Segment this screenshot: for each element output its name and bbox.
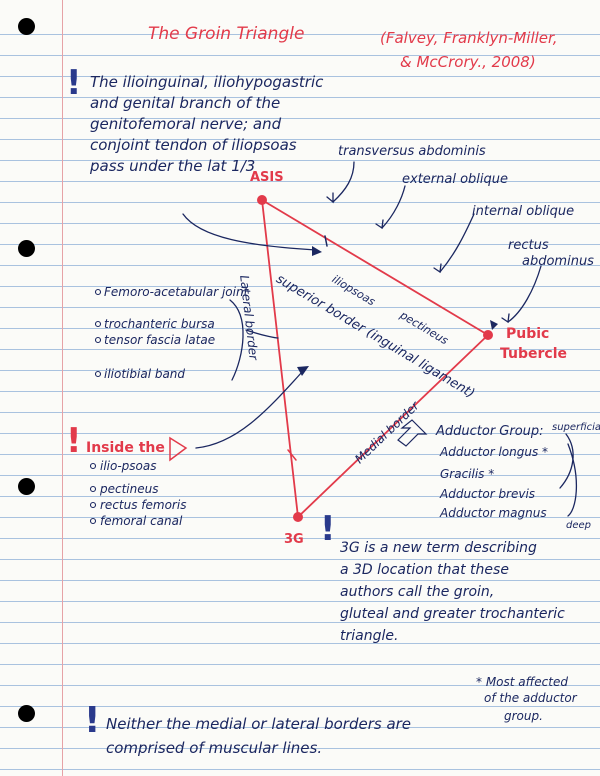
three-g-note-line: a 3D location that these — [340, 562, 509, 578]
three-g-label: 3G — [284, 532, 304, 547]
pubic-tubercle-point-icon — [483, 330, 493, 340]
arrow-to-lateral-third — [182, 213, 317, 251]
rectus-label: abdominus — [522, 254, 594, 269]
margin-line — [62, 0, 63, 776]
three-g-note-line: triangle. — [340, 628, 399, 644]
lateral-structure-item: tensor fascia latae — [104, 333, 216, 347]
inside-item: pectineus — [100, 482, 159, 496]
three-g-note-line: 3G is a new term describing — [340, 540, 537, 556]
inside-item: ilio-psoas — [100, 459, 157, 473]
transversus-label: transversus abdominis — [338, 144, 486, 159]
binder-hole-icon — [18, 240, 35, 257]
binder-hole-icon — [18, 478, 35, 495]
citation-line: (Falvey, Franklyn-Miller, — [380, 29, 558, 47]
exclamation-mark-icon: ! — [320, 509, 336, 549]
medial-border-line — [297, 334, 489, 518]
inside-item: femoral canal — [100, 514, 183, 528]
arrow-transversus — [332, 161, 355, 203]
hollow-arrow-icon — [397, 419, 428, 447]
internal-oblique-label: internal oblique — [472, 204, 575, 219]
intro-note-line: and genital branch of the — [90, 94, 281, 112]
intro-note-line: genitofemoral nerve; and — [90, 115, 282, 133]
asis-point-icon — [257, 195, 267, 205]
deep-label: deep — [566, 520, 591, 531]
external-oblique-label: external oblique — [402, 172, 508, 187]
lateral-structure-item: Femoro-acetabular joint — [104, 285, 249, 299]
lateral-structure-item: iliotibial band — [104, 367, 186, 381]
arrow-rectus — [507, 265, 542, 323]
intro-note-line: conjoint tendon of iliopsoas — [90, 136, 297, 154]
adductor-item: Adductor magnus — [440, 506, 547, 520]
arrow-internal-oblique — [439, 213, 475, 273]
exclamation-mark-icon: ! — [66, 63, 82, 103]
bottom-note-line: Neither the medial or lateral borders ar… — [106, 715, 412, 733]
bottom-note-line: comprised of muscular lines. — [106, 739, 323, 757]
adductor-item: Adductor brevis — [440, 487, 536, 501]
binder-hole-icon — [18, 18, 35, 35]
pubic-tubercle-label: Pubic — [506, 326, 550, 342]
triangle-symbol-icon — [169, 436, 188, 462]
pubic-tubercle-label: Tubercle — [500, 346, 567, 362]
lateral-structure-item: trochanteric bursa — [104, 317, 215, 331]
most-affected-line: * Most affected — [476, 675, 568, 689]
intro-note-line: The ilioinguinal, iliohypogastric — [90, 73, 324, 91]
adductor-item: Adductor longus * — [440, 445, 549, 459]
exclamation-mark-icon: ! — [66, 421, 82, 461]
three-g-point-icon — [293, 512, 303, 522]
superior-border-line — [261, 199, 489, 336]
adductor-group-heading: Adductor Group: — [436, 424, 544, 439]
citation-line: & McCrory., 2008) — [400, 53, 536, 71]
three-g-note-line: gluteal and greater trochanteric — [340, 606, 565, 622]
rectus-label: rectus — [508, 238, 549, 253]
most-affected-line: of the adductor — [484, 691, 577, 705]
page-title: The Groin Triangle — [148, 24, 305, 44]
asis-label: ASIS — [250, 170, 284, 185]
most-affected-line: group. — [504, 709, 543, 723]
superficial-label: superficial — [552, 422, 600, 433]
inside-heading: Inside the — [86, 440, 165, 456]
adductor-item: Gracilis * — [440, 467, 495, 481]
superficial-deep-arrow — [559, 433, 574, 489]
arrow-inside-triangle — [195, 371, 303, 449]
lateral-border-line — [261, 199, 299, 518]
arrow-external-oblique — [381, 185, 406, 229]
exclamation-mark-icon: ! — [84, 700, 101, 741]
bracket-lateral-structures — [229, 299, 244, 381]
inside-item: rectus femoris — [100, 498, 187, 512]
intro-note-line: pass under the lat 1/3 — [90, 157, 256, 175]
binder-hole-icon — [18, 705, 35, 722]
three-g-note-line: authors call the groin, — [340, 584, 495, 600]
